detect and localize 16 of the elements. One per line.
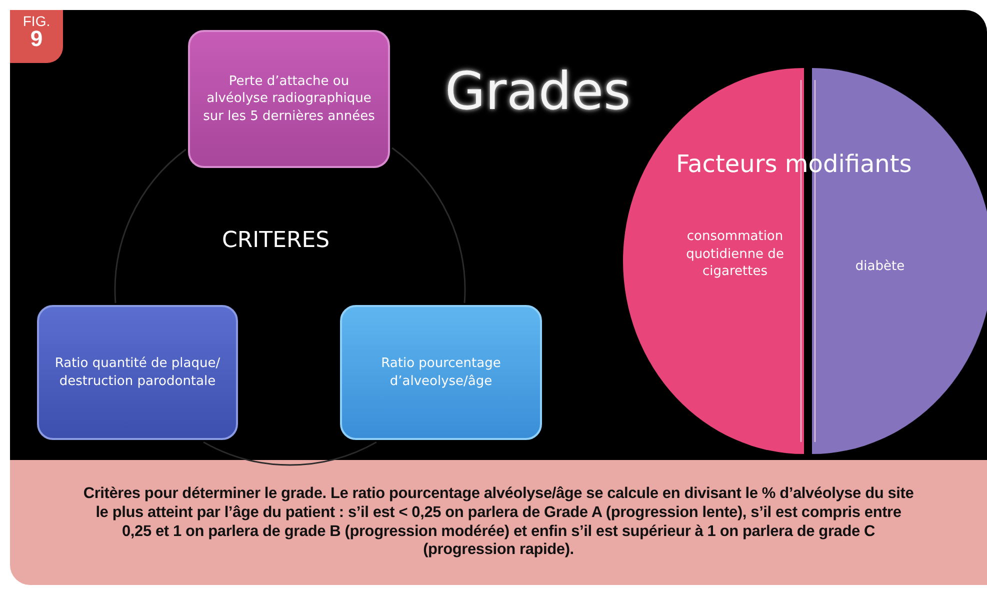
caption-text: Critères pour déterminer le grade. Le ratio pourcentage alvéolyse/âge se calcule en divisant le % d’alvéolyse du site le plus atteint par l’âge du patient : s’il est < 0,25 on parlera de Grade A (progression lente), s’il est compris entre 0,25 et 1 on parlera de grade B (progression modérée) et enfin s’il est supérieur à 1 on parlera de grade C (progression rapide).	[82, 484, 915, 560]
card-text: Ratio pourcentage d’alveolyse/âge	[380, 354, 502, 390]
cycle-arc	[392, 147, 466, 303]
figure-number: 9	[30, 28, 43, 50]
criterion-card	[340, 305, 542, 440]
cycle-arc	[114, 148, 186, 303]
card-text: Ratio quantité de plaque/ destruction parodontale	[54, 354, 222, 390]
slide-title: Grades	[445, 62, 631, 122]
segment-text: diabète	[854, 258, 906, 276]
segment-text: consommation quotidienne de cigarettes	[685, 228, 785, 281]
cycle-arc	[203, 441, 377, 466]
criterion-card	[37, 305, 238, 440]
card-text: Perte d’attache ou alvéolyse radiographique sur les 5 dernières années	[202, 72, 376, 126]
center-label: CRITERES	[222, 228, 330, 253]
criterion-card	[188, 30, 390, 168]
figure-label: FIG.	[22, 14, 50, 28]
